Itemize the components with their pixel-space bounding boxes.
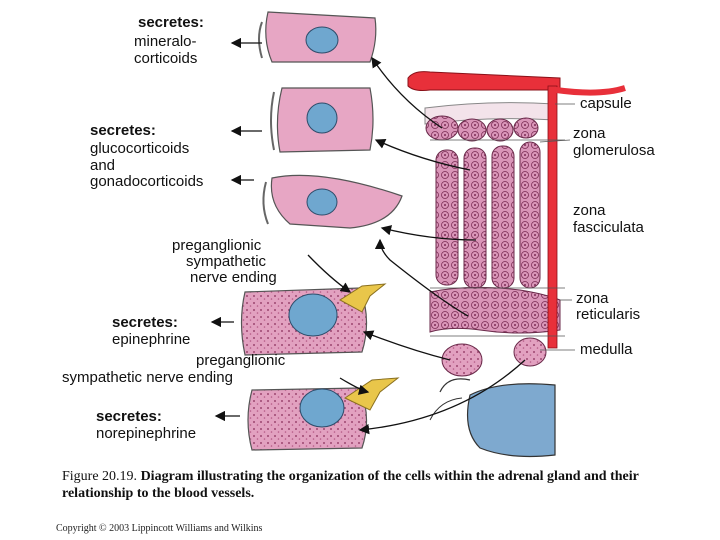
capsular-artery (407, 71, 561, 91)
nerve-ending-icon (339, 283, 387, 313)
copyright-notice: Copyright © 2003 Lippincott Williams and… (56, 523, 263, 534)
medullary-artery (547, 85, 558, 349)
norepinephrine-cell (247, 377, 400, 451)
label-zona-glomerulosa-a: zona (573, 125, 606, 142)
label-zona-reticularis-b: reticularis (576, 306, 641, 323)
label-corticoids: corticoids (134, 50, 198, 67)
gland-section (407, 71, 626, 458)
label-zona-glomerulosa-b: glomerulosa (573, 142, 655, 159)
label-glucocorticoids: glucocorticoids (90, 140, 190, 157)
zone-boundaries (430, 139, 565, 337)
label-preganglionic-2: preganglionic (196, 352, 286, 369)
reticularis-cell (262, 174, 403, 229)
medulla-cells (441, 337, 547, 377)
label-medulla: medulla (580, 341, 633, 358)
label-sympathetic-1: sympathetic (186, 253, 267, 270)
label-zona-fasciculata-b: fasciculata (573, 219, 644, 236)
zone-label-pointers (539, 103, 575, 351)
label-capsule: capsule (580, 95, 632, 112)
label-norepinephrine: norepinephrine (96, 425, 197, 442)
figure-caption: Figure 20.19. Diagram illustrating the o… (62, 468, 682, 502)
fasciculata-cell (270, 87, 374, 153)
label-zona-fasciculata-a: zona (573, 202, 606, 219)
label-zona-reticularis-a: zona (576, 290, 609, 307)
label-gonadocorticoids: gonadocorticoids (90, 173, 204, 190)
epinephrine-cell (240, 283, 387, 356)
medullary-vein (467, 383, 556, 458)
reticularis-network (429, 286, 561, 334)
label-preganglionic-1: preganglionic (172, 237, 262, 254)
label-secretes-3: secretes: (112, 314, 178, 331)
glomerulosa-cell (258, 11, 377, 63)
label-sympathetic-nerve-ending-2: sympathetic nerve ending (62, 369, 233, 386)
caption-text: Diagram illustrating the organization of… (62, 469, 639, 501)
label-secretes-2: secretes: (90, 122, 156, 139)
fasciculata-cords (435, 141, 541, 289)
caption-prefix: Figure 20.19. (62, 469, 138, 484)
nerve-ending-icon-2 (343, 377, 400, 411)
label-mineralo: mineralo- (134, 33, 197, 50)
label-secretes-1: secretes: (138, 14, 204, 31)
arrows (210, 37, 526, 435)
label-epinephrine: epinephrine (112, 331, 191, 348)
label-nerve-ending-1: nerve ending (190, 269, 277, 286)
label-and: and (90, 157, 116, 174)
label-secretes-4: secretes: (96, 408, 162, 425)
